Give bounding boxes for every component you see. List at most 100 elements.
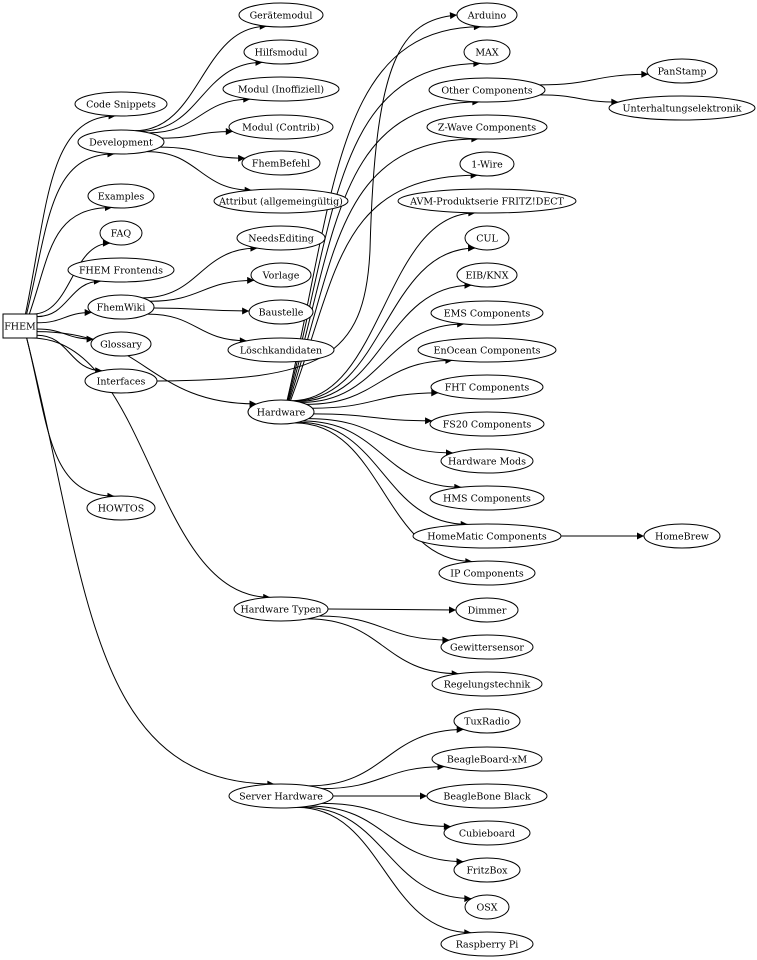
- node-shape: [227, 337, 335, 363]
- node-arduino[interactable]: Arduino: [456, 2, 518, 28]
- node-max[interactable]: MAX: [463, 39, 511, 65]
- node-fht[interactable]: FHT Components: [430, 374, 544, 400]
- node-shape: [90, 331, 152, 357]
- node-ems[interactable]: EMS Components: [430, 300, 544, 326]
- node-shape: [463, 39, 511, 65]
- node-fhemwiki[interactable]: FhemWiki: [87, 294, 155, 320]
- node-vorlage[interactable]: Vorlage: [250, 262, 312, 288]
- node-shape: [412, 523, 562, 549]
- node-ip-components[interactable]: IP Components: [438, 560, 536, 586]
- edge-fhem-to-hardware: [36, 331, 257, 408]
- edge-hardware-to-eibknx: [296, 281, 472, 402]
- edge-development-to-modul_contrib: [161, 128, 233, 139]
- node-fritzbox[interactable]: FritzBox: [453, 857, 521, 883]
- node-label: EIB/KNX: [465, 271, 508, 282]
- node-hardware-typen[interactable]: Hardware Typen: [233, 596, 329, 622]
- node-label: AVM-Produktserie FRITZ!DECT: [409, 197, 564, 208]
- node-other-components[interactable]: Other Components: [428, 77, 546, 103]
- node-needsediting[interactable]: NeedsEditing: [236, 225, 326, 251]
- node-cul[interactable]: CUL: [464, 225, 510, 251]
- node-label: FhemBefehl: [252, 159, 310, 170]
- edge-hardware-to-max: [287, 60, 481, 401]
- node-cubieboard[interactable]: Cubieboard: [443, 820, 531, 846]
- node-fhem[interactable]: FHEM: [2, 313, 38, 339]
- node-hardware[interactable]: Hardware: [247, 399, 315, 425]
- node-zwave[interactable]: Z-Wave Components: [426, 114, 548, 140]
- node-geraetemodul[interactable]: Gerätemodul: [238, 2, 324, 28]
- node-modul-inoffiziell[interactable]: Modul (Inoffiziell): [222, 76, 340, 102]
- node-hms[interactable]: HMS Components: [429, 485, 545, 511]
- node-shape: [228, 114, 334, 140]
- node-shape: [646, 58, 718, 84]
- node-howtos[interactable]: HOWTOS: [86, 495, 156, 521]
- node-label: Löschkandidaten: [240, 346, 322, 357]
- node-modul-contrib[interactable]: Modul (Contrib): [228, 114, 334, 140]
- node-shape: [233, 596, 329, 622]
- node-shape: [67, 257, 175, 283]
- node-attribut[interactable]: Attribut (allgemeingültig): [213, 188, 349, 214]
- node-faq[interactable]: FAQ: [99, 220, 143, 246]
- edge-development-to-modul_inoffiziell: [148, 95, 251, 134]
- node-shape: [74, 91, 168, 117]
- node-shape: [222, 76, 340, 102]
- edge-development-to-attribut: [146, 151, 252, 194]
- node-glossary[interactable]: Glossary: [90, 331, 152, 357]
- node-fs20[interactable]: FS20 Components: [429, 411, 545, 437]
- node-avm[interactable]: AVM-Produktserie FRITZ!DECT: [397, 188, 577, 214]
- edge-hardware-to-fht: [312, 389, 439, 409]
- node-shape: [453, 857, 521, 883]
- node-eibknx[interactable]: EIB/KNX: [456, 262, 518, 288]
- edge-fhem-to-code_snippets: [24, 112, 116, 315]
- node-label: HOWTOS: [98, 504, 144, 515]
- node-label: PanStamp: [658, 67, 707, 78]
- node-shape: [87, 294, 155, 320]
- node-tuxradio[interactable]: TuxRadio: [453, 708, 521, 734]
- edge-hardware-to-other_components: [287, 98, 480, 401]
- node-label: Unterhaltungselektronik: [623, 104, 742, 115]
- node-fhem-frontends[interactable]: FHEM Frontends: [67, 257, 175, 283]
- node-beagleboard[interactable]: BeagleBoard-xM: [431, 746, 543, 772]
- node-gewittersensor[interactable]: Gewittersensor: [440, 634, 534, 660]
- node-interfaces[interactable]: Interfaces: [84, 368, 158, 394]
- node-fhembefehl[interactable]: FhemBefehl: [241, 150, 321, 176]
- node-label: EMS Components: [444, 309, 531, 320]
- node-shape: [2, 313, 38, 339]
- node-dimmer[interactable]: Dimmer: [455, 597, 519, 623]
- node-regelungstechnik[interactable]: Regelungstechnik: [431, 671, 543, 697]
- node-enocean[interactable]: EnOcean Components: [417, 337, 557, 363]
- node-unterhaltung[interactable]: Unterhaltungselektronik: [608, 95, 756, 121]
- edge-fhemwiki-to-vorlage: [149, 276, 255, 302]
- node-baustelle[interactable]: Baustelle: [248, 299, 314, 325]
- edge-hardware-to-hms: [302, 420, 462, 491]
- node-label: HomeBrew: [655, 532, 709, 543]
- node-raspberry[interactable]: Raspberry Pi: [440, 931, 534, 957]
- node-shape: [430, 300, 544, 326]
- node-shape: [440, 931, 534, 957]
- node-panstamp[interactable]: PanStamp: [646, 58, 718, 84]
- node-hardware-mods[interactable]: Hardware Mods: [440, 448, 534, 474]
- node-label: Server Hardware: [239, 792, 323, 803]
- edge-other_components-to-panstamp: [539, 70, 649, 86]
- node-osx[interactable]: OSX: [464, 894, 510, 920]
- edge-fhem-to-examples: [28, 204, 113, 315]
- edge-server_hardware-to-tuxradio: [308, 725, 464, 787]
- node-onewire[interactable]: 1-Wire: [459, 151, 515, 177]
- edge-fhemwiki-to-loeschkandidaten: [147, 313, 247, 345]
- node-label: CUL: [476, 234, 498, 245]
- node-development[interactable]: Development: [77, 129, 165, 155]
- node-server-hardware[interactable]: Server Hardware: [228, 783, 334, 809]
- node-code-snippets[interactable]: Code Snippets: [74, 91, 168, 117]
- node-shape: [429, 485, 545, 511]
- node-label: Attribut (allgemeingültig): [218, 197, 343, 208]
- node-beaglebone[interactable]: BeagleBone Black: [426, 783, 548, 809]
- node-hilfsmodul[interactable]: Hilfsmodul: [243, 39, 319, 65]
- node-homematic[interactable]: HomeMatic Components: [412, 523, 562, 549]
- edge-hardware-to-homematic: [298, 421, 468, 528]
- edge-fhem-to-howtos: [26, 337, 115, 500]
- node-loeschkandidaten[interactable]: Löschkandidaten: [227, 337, 335, 363]
- node-shape: [459, 151, 515, 177]
- edge-hardware-to-ip_components: [294, 422, 473, 566]
- node-homebrew[interactable]: HomeBrew: [643, 523, 721, 549]
- node-label: Modul (Contrib): [242, 123, 320, 134]
- node-examples[interactable]: Examples: [87, 183, 155, 209]
